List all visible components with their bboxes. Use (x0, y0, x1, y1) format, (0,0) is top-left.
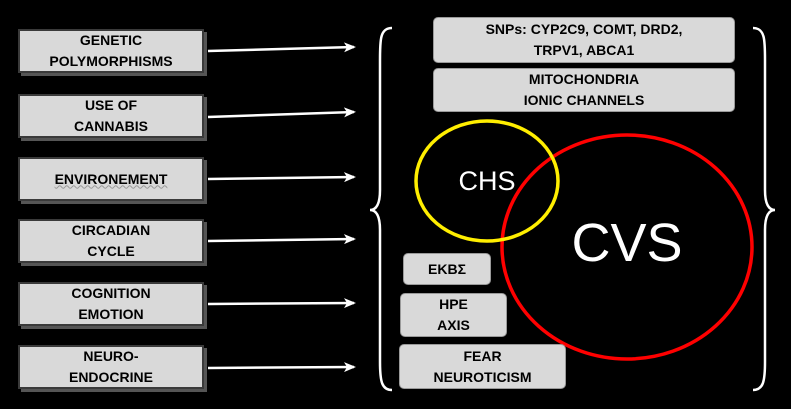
arrow-genetic (207, 42, 356, 53)
mechanism-label-line: AXIS (437, 317, 470, 333)
arrow-cognition (207, 298, 356, 309)
mechanism-label-line: IONIC CHANNELS (523, 92, 645, 108)
right-brace (752, 26, 776, 392)
factor-label-line: USE OF (84, 97, 138, 113)
arrow-neuroendocrine (207, 362, 356, 373)
chs-label: CHS (458, 166, 516, 196)
cvs-label: CVS (571, 213, 683, 273)
mechanism-snps: SNPs: CYP2C9, COMT, DRD2, TRPV1, ABCA1 (433, 17, 735, 63)
mechanism-label-line: FEAR (463, 347, 502, 364)
arrow-circadian (207, 234, 356, 245)
mechanism-label-line: NEUROTICISM (433, 368, 532, 385)
factor-label-line: ENVIRONEMENT (54, 170, 168, 187)
mechanism-hpe-axis: HPE AXIS (400, 293, 507, 337)
mechanism-label-line: SNPs: CYP2C9, COMT, DRD2, (485, 21, 683, 37)
factor-label-line: GENETIC (79, 32, 143, 48)
arrows (207, 42, 356, 373)
cvs-circle (500, 133, 754, 361)
mechanism-label-line: TRPV1, ABCA1 (533, 42, 635, 58)
factor-label-line: EMOTION (78, 306, 144, 322)
factor-label-line: POLYMORPHISMS (49, 53, 173, 69)
mechanism-fear-neuroticism: FEAR NEUROTICISM (399, 344, 566, 389)
factor-label-line: COGNITION (71, 285, 151, 301)
factor-label-line: NEURO- (83, 348, 139, 364)
factor-label-line: CIRCADIAN (71, 222, 151, 238)
factor-genetic-polymorphisms: GENETIC POLYMORPHISMS (18, 29, 204, 73)
factor-use-of-cannabis: USE OF CANNABIS (18, 94, 204, 138)
factor-label-line: CANNABIS (74, 118, 148, 134)
mechanism-label-line: MITOCHONDRIA (528, 71, 640, 87)
mechanism-label-line: HPE (439, 296, 468, 312)
arrow-environment (207, 172, 356, 183)
left-brace (369, 26, 393, 392)
mechanism-label-line: ΕΚΒΣ (428, 260, 466, 277)
factor-label-line: CYCLE (87, 243, 135, 259)
arrow-cannabis (207, 107, 356, 119)
mechanism-mitochondria: MITOCHONDRIA IONIC CHANNELS (433, 68, 735, 112)
factor-environment: ENVIRONEMENT (18, 157, 204, 201)
factor-neuroendocrine: NEURO- ENDOCRINE (18, 345, 204, 389)
chs-circle (414, 119, 560, 243)
factor-label-line: ENDOCRINE (68, 369, 153, 385)
factor-cognition-emotion: COGNITION EMOTION (18, 282, 204, 326)
factor-circadian-cycle: CIRCADIAN CYCLE (18, 219, 204, 263)
mechanism-ekbs: ΕΚΒΣ (403, 253, 491, 285)
